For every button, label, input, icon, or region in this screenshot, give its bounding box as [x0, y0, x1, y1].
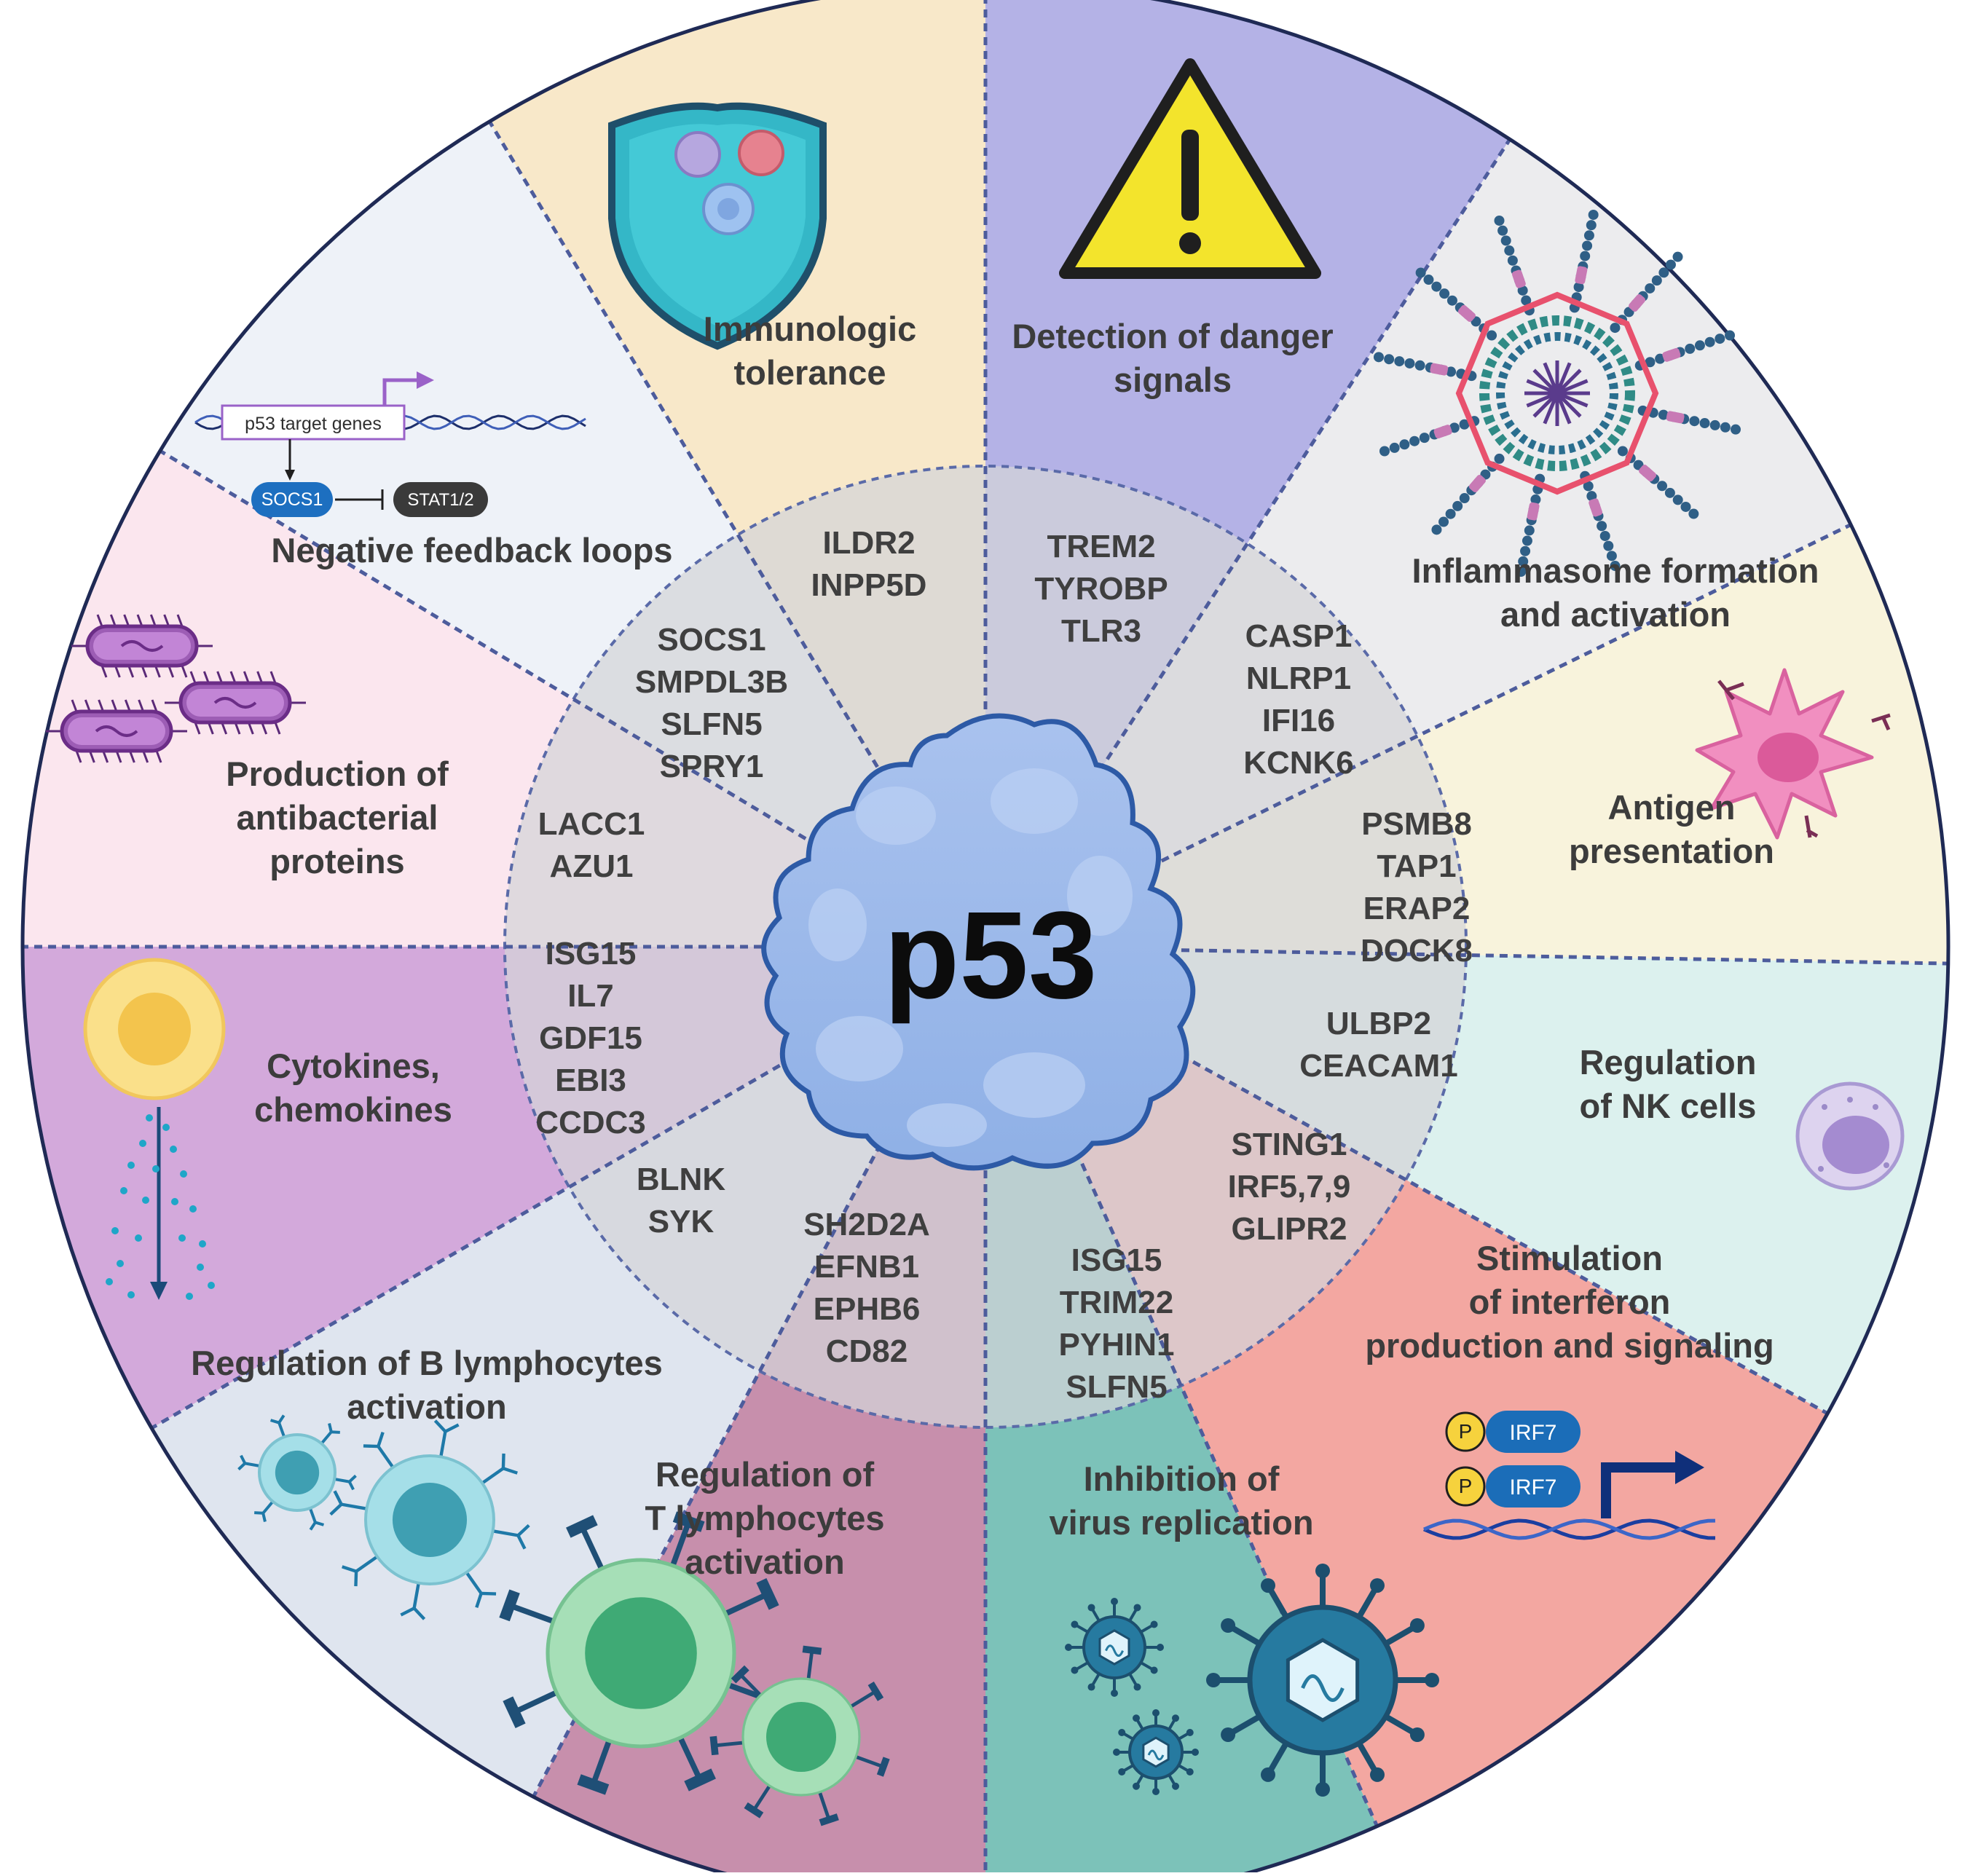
sector-title-feedback: Negative feedback loops	[271, 531, 672, 570]
p53-center: p53	[761, 713, 1196, 1171]
cytokine-cell-icon	[83, 958, 226, 1300]
irf7-label: IRF7	[1509, 1475, 1556, 1499]
divider-line	[1028, 945, 1948, 966]
gene-label: TRIM22	[1060, 1285, 1173, 1320]
gene-label: GLIPR2	[1232, 1211, 1347, 1247]
stat12-label: STAT1/2	[407, 490, 473, 510]
gene-label: LACC1	[538, 806, 645, 842]
gene-list-bcell: BLNK SYK	[637, 1162, 725, 1240]
divider-line	[1023, 523, 1852, 929]
gene-label: CCDC3	[535, 1105, 646, 1140]
t-cell-icon	[499, 1511, 890, 1826]
gene-label: IRF5,7,9	[1228, 1169, 1351, 1205]
gene-label: GDF15	[539, 1020, 642, 1056]
gene-label: SOCS1	[657, 622, 765, 658]
gene-label: CASP1	[1245, 618, 1353, 654]
gene-label: TREM2	[1047, 529, 1155, 564]
gene-label: BLNK	[637, 1162, 725, 1197]
gene-label: IFI16	[1262, 703, 1335, 738]
gene-label: NLRP1	[1246, 661, 1351, 696]
nk-cell-icon	[1795, 1081, 1905, 1191]
gene-label: ISG15	[546, 936, 637, 972]
phospho-label: P	[1459, 1475, 1473, 1497]
sector-title-cytokines: Cytokines,chemokines	[254, 1047, 452, 1129]
gene-label: ERAP2	[1363, 891, 1471, 926]
p53-target-genes-label: p53 target genes	[245, 414, 382, 434]
gene-label: TLR3	[1061, 613, 1141, 649]
outer-rim	[20, 0, 1950, 1876]
gene-label: EBI3	[555, 1063, 626, 1098]
gene-label: TAP1	[1377, 848, 1456, 884]
gene-label: ULBP2	[1326, 1006, 1431, 1041]
gene-label: SYK	[648, 1204, 715, 1240]
gene-label: SMPDL3B	[635, 664, 788, 700]
gene-label: CEACAM1	[1299, 1048, 1458, 1084]
gene-label: CD82	[826, 1333, 908, 1369]
irf7-label: IRF7	[1509, 1421, 1556, 1445]
gene-label: PYHIN1	[1059, 1327, 1175, 1363]
gene-label: PSMB8	[1361, 806, 1472, 842]
b-cell-icon	[237, 1414, 530, 1620]
dendritic-cell-icon	[1695, 668, 1891, 840]
gene-label: SLFN5	[1066, 1369, 1167, 1405]
gene-label: KCNK6	[1243, 745, 1354, 781]
gene-label: SLFN5	[661, 706, 762, 742]
gene-label: EPHB6	[814, 1291, 921, 1327]
gene-label: ILDR2	[822, 525, 915, 561]
socs1-label: SOCS1	[261, 489, 323, 510]
inflammasome-icon	[1373, 209, 1741, 578]
gene-label: IL7	[567, 978, 614, 1014]
warning-icon	[1059, 58, 1321, 279]
gene-label: SH2D2A	[803, 1207, 930, 1242]
gene-label: TYROBP	[1034, 571, 1168, 607]
gene-label: INPP5D	[811, 567, 927, 603]
gene-label: SPRY1	[660, 749, 764, 784]
virus-icon	[1065, 1564, 1439, 1797]
gene-label: EFNB1	[814, 1249, 919, 1285]
gene-label: STING1	[1232, 1127, 1347, 1162]
shield-icon	[608, 102, 827, 350]
p53-label: p53	[884, 886, 1098, 1025]
gene-label: ISG15	[1071, 1242, 1162, 1278]
phospho-label: P	[1459, 1420, 1473, 1443]
bacteria-icon	[46, 614, 306, 763]
gene-label: AZU1	[550, 848, 634, 884]
gene-label: DOCK8	[1361, 933, 1473, 969]
